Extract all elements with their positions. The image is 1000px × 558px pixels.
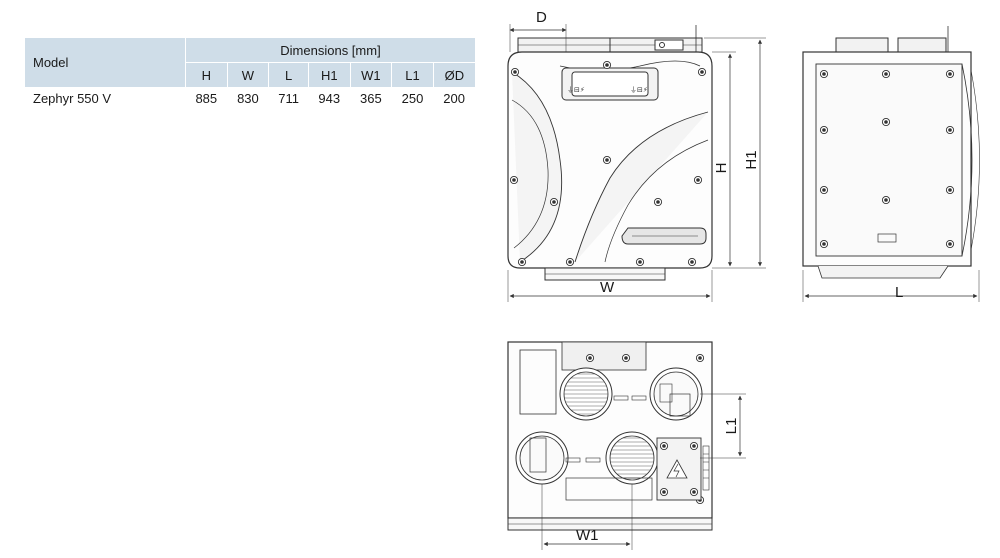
value-h1: 943 bbox=[318, 90, 341, 106]
value-diameter: 200 bbox=[443, 90, 465, 106]
value-l: 711 bbox=[278, 90, 299, 106]
duct-top-right bbox=[649, 367, 703, 421]
dimensions-header: Dimensions [mm] bbox=[185, 38, 475, 63]
col-l: L bbox=[268, 62, 309, 87]
col-l1: L1 bbox=[391, 62, 434, 87]
label-w1: W1 bbox=[576, 527, 599, 544]
model-header: Model bbox=[25, 38, 186, 87]
value-w: 830 bbox=[237, 90, 259, 106]
duct-top-left bbox=[559, 367, 613, 421]
col-diameter: ØD bbox=[432, 62, 475, 87]
label-d: D bbox=[536, 9, 547, 26]
col-h1: H1 bbox=[307, 62, 351, 87]
duct-bottom-center bbox=[605, 431, 659, 485]
duct-bottom-left bbox=[515, 431, 569, 485]
col-w1: W1 bbox=[349, 62, 392, 87]
svg-text:⏚⊟⚡: ⏚⊟⚡ bbox=[630, 86, 648, 94]
side-view bbox=[802, 26, 980, 302]
label-h1: H1 bbox=[743, 150, 760, 169]
front-view: ⏚⊟⚡ ⏚⊟⚡ bbox=[507, 24, 766, 302]
label-l1: L1 bbox=[723, 418, 740, 435]
label-w: W bbox=[600, 279, 615, 296]
col-w: W bbox=[226, 62, 269, 87]
value-h: 885 bbox=[195, 90, 218, 106]
model-name: Zephyr 550 V bbox=[33, 90, 112, 106]
value-w1: 365 bbox=[360, 90, 382, 106]
top-view bbox=[507, 341, 746, 550]
col-h: H bbox=[185, 62, 228, 87]
value-l1: 250 bbox=[401, 90, 424, 106]
label-h: H bbox=[713, 163, 730, 174]
table-row: Zephyr 550 V 885 830 711 943 365 250 200 bbox=[25, 87, 475, 109]
svg-text:⏚⊟⚡: ⏚⊟⚡ bbox=[567, 86, 585, 94]
dimensions-table: Model Dimensions [mm] H W L H1 W1 L1 ØD … bbox=[25, 38, 475, 109]
label-l: L bbox=[895, 284, 903, 301]
